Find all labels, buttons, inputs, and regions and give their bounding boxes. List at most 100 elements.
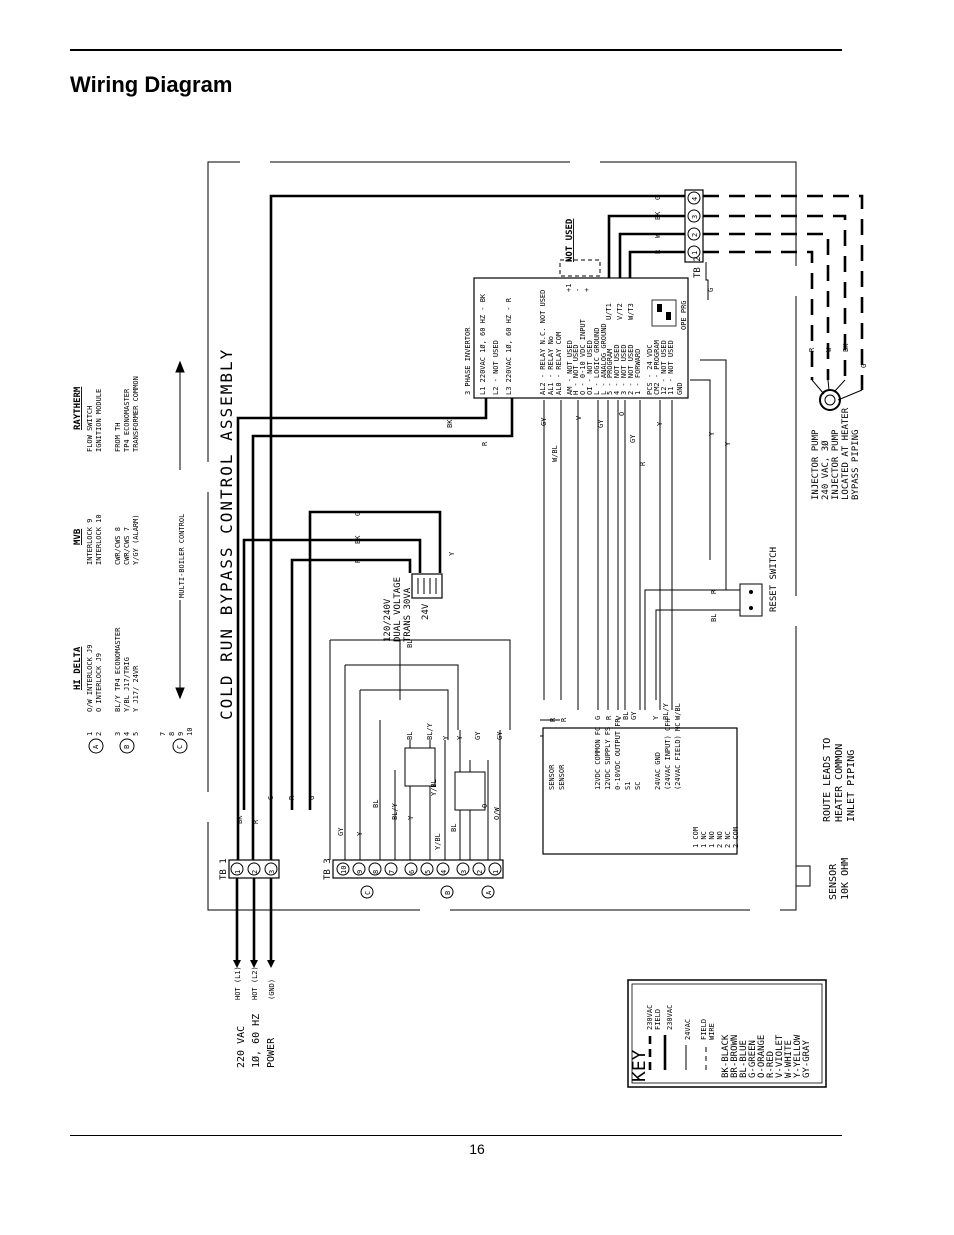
controller-relay-label: 1 NO <box>708 831 716 848</box>
key-color: GY-GRAY <box>802 1039 812 1078</box>
key-entry: 230VAC <box>666 1005 674 1030</box>
wire-color-label: BL <box>710 614 718 622</box>
wire-color-label: Y/BL <box>434 833 442 850</box>
bottom-rule <box>70 1135 842 1136</box>
top-rule <box>70 49 842 51</box>
tb3-label: TB 3 <box>323 858 333 880</box>
controller-terminal-label: (24VAC INPUT) CFH <box>664 718 672 790</box>
controller-terminal-label: 24VAC GND <box>654 752 662 790</box>
wire-color-label: Y <box>448 551 456 556</box>
page-number: 16 <box>469 1141 485 1157</box>
tb2-terminal-number: 2 <box>691 233 699 237</box>
controller-terminal-label: 12VDC COMMON FC <box>594 727 602 790</box>
interlock-raytherm: FROM TH <box>114 422 122 452</box>
tb3-terminal-number: 1 <box>492 870 500 874</box>
mvb-header: MVB <box>73 528 83 545</box>
wire-color-label: R <box>605 715 613 720</box>
circle-a <box>88 738 104 754</box>
wire-color-label: R <box>252 819 260 824</box>
banner-text: COLD RUN BYPASS CONTROL ASSEMBLY <box>217 348 236 720</box>
wire-color-label: R <box>654 249 662 254</box>
pump-label-line: INJECTOR PUMP <box>831 429 841 500</box>
field-wires <box>703 194 864 390</box>
inverter-line: L - LOGIC GROUND <box>593 328 601 395</box>
wire-color-label: R <box>354 558 362 563</box>
tb3-terminal <box>404 862 418 876</box>
page-title: Wiring Diagram <box>70 72 233 97</box>
plus-1: +1 <box>565 284 573 292</box>
wire-color-label: W <box>654 233 662 238</box>
interlock-hi-delta: BL/Y TP4 ECONOMASTER <box>114 627 122 712</box>
controller-relay-label: 2 COM <box>732 827 740 848</box>
wire-color-label: GY <box>629 434 637 443</box>
controller-terminal-label: SC <box>634 782 642 790</box>
wire-color-label: BL/Y <box>662 702 670 720</box>
route-leads-line: ROUTE LEADS TO <box>822 738 833 822</box>
tb3-group-label: C <box>364 891 372 895</box>
tb3-terminal <box>472 862 486 876</box>
not-used-label: NOT USED <box>565 218 575 262</box>
interlock-row-num: 9 <box>177 732 185 736</box>
inverter-l1: L1 220VAC 1Ø, 60 HZ - BK <box>479 293 487 395</box>
tb3-terminal <box>436 862 450 876</box>
inverter-title: 3 PHASE INVERTOR <box>464 327 472 395</box>
wire-color-label: O <box>618 412 626 416</box>
inverter-line: L - ANALOG GROUND <box>600 323 608 395</box>
wire-color-label: Y/BL <box>430 779 438 796</box>
dip-label: OPE PRG <box>680 300 688 330</box>
relays <box>404 747 486 811</box>
interlock-raytherm: TP4 ECONOMASTER <box>123 388 131 452</box>
wire-color-label: Y <box>356 831 364 836</box>
circle-c <box>172 738 188 754</box>
wire-color-label: GY <box>540 417 548 426</box>
tb3-terminal <box>420 862 434 876</box>
inverter-line: 5 - PROGRAM <box>606 349 614 395</box>
wire-color-label: W/BL <box>551 445 559 462</box>
plus: + <box>583 288 591 292</box>
tb1-label: TB 1 <box>219 858 229 880</box>
transformer-label-line: DUAL VOLTAGE <box>393 577 403 642</box>
interlock-mvb: INTERLOCK 9 <box>86 519 94 565</box>
inverter-line: AM - NOT USED <box>566 340 574 395</box>
inverter-line: CM2 - PROGRAM <box>653 340 661 395</box>
key-entry: 24VAC <box>684 1019 692 1040</box>
power-lead-arrows <box>233 960 275 968</box>
wire-color-label: Y <box>708 431 716 436</box>
key-entry: WIRE <box>708 1023 716 1040</box>
wire-color-label: GY <box>496 731 504 740</box>
pump-label-line: LOCATED AT HEATER <box>841 407 851 500</box>
tb3-terminal <box>456 862 470 876</box>
wire-color-label: R <box>481 441 489 446</box>
wire-color-label: BK <box>446 419 454 428</box>
power-lead-label: (GND) <box>268 979 276 1000</box>
multi-boiler-label: MULTI-BOILER CONTROL <box>178 514 186 598</box>
tb3-terminal-number: 3 <box>460 870 468 874</box>
interlock-row-num: 3 <box>114 732 122 736</box>
tb3-terminal <box>384 862 398 876</box>
interlock-raytherm: IGNITION MODULE <box>95 389 103 452</box>
interlock-raytherm: TRANSFORMER COMMON <box>132 376 140 452</box>
output-vt2: V/T2 <box>616 303 624 320</box>
reset-switch-symbol <box>739 583 763 617</box>
tb3-terminal-number: 2 <box>476 870 484 874</box>
tb3-terminal <box>488 862 502 876</box>
wire-color-label: Y <box>442 735 450 740</box>
control-wires <box>329 262 809 885</box>
key-color: R-RED <box>766 1051 776 1078</box>
interlock-hi-delta: O INTERLOCK J9 <box>95 653 103 712</box>
pump-label-line: INJECTOR PUMP <box>811 429 821 500</box>
key-color: BL-BLUE <box>739 1040 749 1078</box>
circle-b <box>119 738 135 754</box>
tb2-terminal <box>687 245 701 259</box>
inverter-line: 4 - NOT USED <box>613 344 621 395</box>
wire-color-label: Y <box>456 735 464 740</box>
inverter-line: 12 - NOT USED <box>660 340 668 395</box>
interlock-hi-delta: Y J17/ 24VR <box>132 665 140 712</box>
controller-relay-label: 2 NC <box>724 831 732 848</box>
inverter-gnd: GND <box>676 382 684 395</box>
key-title: KEY <box>629 1049 650 1082</box>
wire-color-label: BL/Y <box>391 802 399 820</box>
inverter-l2: L2 - NOT USED <box>492 340 500 395</box>
